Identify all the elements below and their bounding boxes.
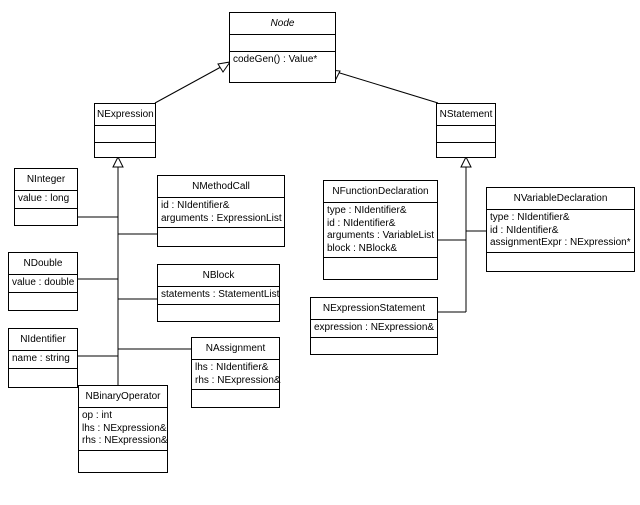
edge-nstatement-node [329,69,439,104]
class-name: NBlock [158,265,279,287]
attribute: rhs : NExpression& [82,435,168,446]
class-name: NExpressionStatement [311,298,437,320]
class-nstatement: NStatement [436,103,496,158]
class-name: NMethodCall [158,176,284,198]
attribute: op : int [82,410,113,421]
attribute: value : double [12,277,75,288]
class-operations [9,293,77,311]
attribute: id : NIdentifier& [161,200,230,211]
class-operations [9,369,77,388]
attribute: id : NIdentifier& [327,217,396,229]
class-attributes [95,126,155,143]
class-nexpression: NExpression [94,103,156,158]
class-name: NBinaryOperator [79,386,167,408]
class-nbinaryoperator: NBinaryOperator op : int lhs : NExpressi… [78,385,168,473]
attribute: id : NIdentifier& [490,224,559,236]
attribute: rhs : NExpression& [195,374,281,386]
class-operations [192,390,279,407]
class-operations [437,143,495,159]
edge-nexpression-node [154,61,231,104]
class-operations [95,143,155,159]
class-operations [158,305,279,322]
class-attributes: id : NIdentifier& arguments : Expression… [158,198,284,228]
class-ninteger: NInteger value : long [14,168,78,226]
attribute: value : long [18,193,70,204]
class-operations [158,228,284,246]
class-name: NInteger [15,169,77,191]
generalization-arrow-nstatement [460,155,472,168]
class-attributes: statements : StatementList [158,287,279,305]
operation: codeGen() : Value* [233,54,318,65]
class-name: Node [230,13,335,35]
class-operations [324,258,437,279]
class-name: NFunctionDeclaration [324,181,437,203]
class-attributes [437,126,495,143]
class-attributes: type : NIdentifier& id : NIdentifier& as… [487,210,634,253]
class-ndouble: NDouble value : double [8,252,78,311]
class-name: NIdentifier [9,329,77,351]
class-attributes: lhs : NIdentifier& rhs : NExpression& [192,360,281,390]
attribute: type : NIdentifier& [490,212,570,223]
class-operations [311,338,437,355]
attribute: lhs : NExpression& [82,422,167,434]
class-attributes: value : double [9,275,77,293]
class-operations [15,209,77,226]
class-name: NAssignment [192,338,279,360]
attribute: statements : StatementList [161,289,280,300]
class-nvariabledeclaration: NVariableDeclaration type : NIdentifier&… [486,187,635,272]
class-operations [79,451,167,473]
attribute: type : NIdentifier& [327,205,407,216]
attribute: expression : NExpression& [314,322,435,333]
generalization-arrow-node-left [217,61,232,73]
class-attributes [230,35,335,52]
class-name: NExpression [95,104,155,126]
class-attributes: name : string [9,351,77,369]
attribute: assignmentExpr : NExpression* [490,237,631,248]
attribute: block : NBlock& [327,242,398,254]
class-nexpressionstatement: NExpressionStatement expression : NExpre… [310,297,438,355]
class-attributes: expression : NExpression& [311,320,437,338]
class-attributes: type : NIdentifier& id : NIdentifier& ar… [324,203,437,258]
class-nmethodcall: NMethodCall id : NIdentifier& arguments … [157,175,285,247]
class-operations [487,253,634,272]
class-node: Node codeGen() : Value* [229,12,336,83]
class-name: NStatement [437,104,495,126]
attribute: arguments : VariableList [327,230,435,241]
class-attributes: value : long [15,191,77,209]
class-nidentifier: NIdentifier name : string [8,328,78,388]
class-attributes: op : int lhs : NExpression& rhs : NExpre… [79,408,168,451]
class-operations: codeGen() : Value* [230,52,335,82]
attribute: lhs : NIdentifier& [195,362,269,373]
class-nblock: NBlock statements : StatementList [157,264,280,322]
class-name: NVariableDeclaration [487,188,634,210]
attribute: arguments : ExpressionList [161,212,282,224]
attribute: name : string [12,353,70,364]
class-name: NDouble [9,253,77,275]
class-nfunctiondeclaration: NFunctionDeclaration type : NIdentifier&… [323,180,438,280]
generalization-arrow-nexpression [112,155,124,168]
class-nassignment: NAssignment lhs : NIdentifier& rhs : NEx… [191,337,281,408]
